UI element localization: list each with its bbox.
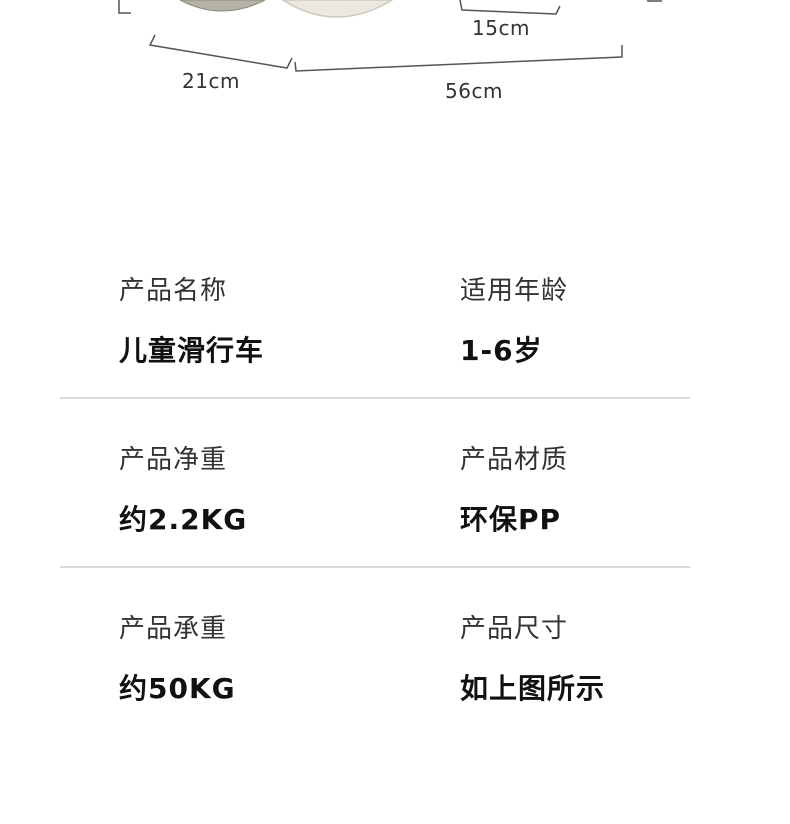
spec-value: 儿童滑行车 <box>119 334 265 367</box>
spec-label: 产品名称 <box>119 276 228 306</box>
wheel-left <box>179 0 266 12</box>
spec-value: 如上图所示 <box>460 672 606 705</box>
spec-value: 约50KG <box>119 672 236 705</box>
spec-value: 1-6岁 <box>460 334 543 367</box>
spec-value: 约2.2KG <box>119 503 248 536</box>
spec-row: 产品承重 约50KG 产品尺寸 如上图所示 <box>60 568 690 737</box>
height-label: 15cm <box>472 16 530 40</box>
width-label: 21cm <box>182 69 240 93</box>
length-dimension-line <box>294 45 623 72</box>
spec-label: 产品净重 <box>119 445 228 475</box>
dimension-lines <box>118 0 662 72</box>
spec-table: 产品名称 儿童滑行车 适用年龄 1-6岁 产品净重 约2.2KG 产品材质 环保… <box>60 230 690 737</box>
corner-mark <box>647 0 662 2</box>
spec-label: 适用年龄 <box>460 276 569 306</box>
spec-row: 产品净重 约2.2KG 产品材质 环保PP <box>60 399 690 568</box>
width-dimension-line <box>148 34 293 69</box>
spec-row: 产品名称 儿童滑行车 适用年龄 1-6岁 <box>60 230 690 399</box>
height-dimension-line <box>459 0 561 15</box>
corner-bracket <box>118 0 131 14</box>
spec-label: 产品承重 <box>119 614 228 644</box>
dimension-diagram: 15cm 21cm 56cm <box>0 0 790 120</box>
spec-value: 环保PP <box>460 503 562 536</box>
spec-label: 产品材质 <box>460 445 569 475</box>
wheel-right <box>281 0 394 18</box>
length-label: 56cm <box>445 79 503 103</box>
spec-label: 产品尺寸 <box>460 614 569 644</box>
